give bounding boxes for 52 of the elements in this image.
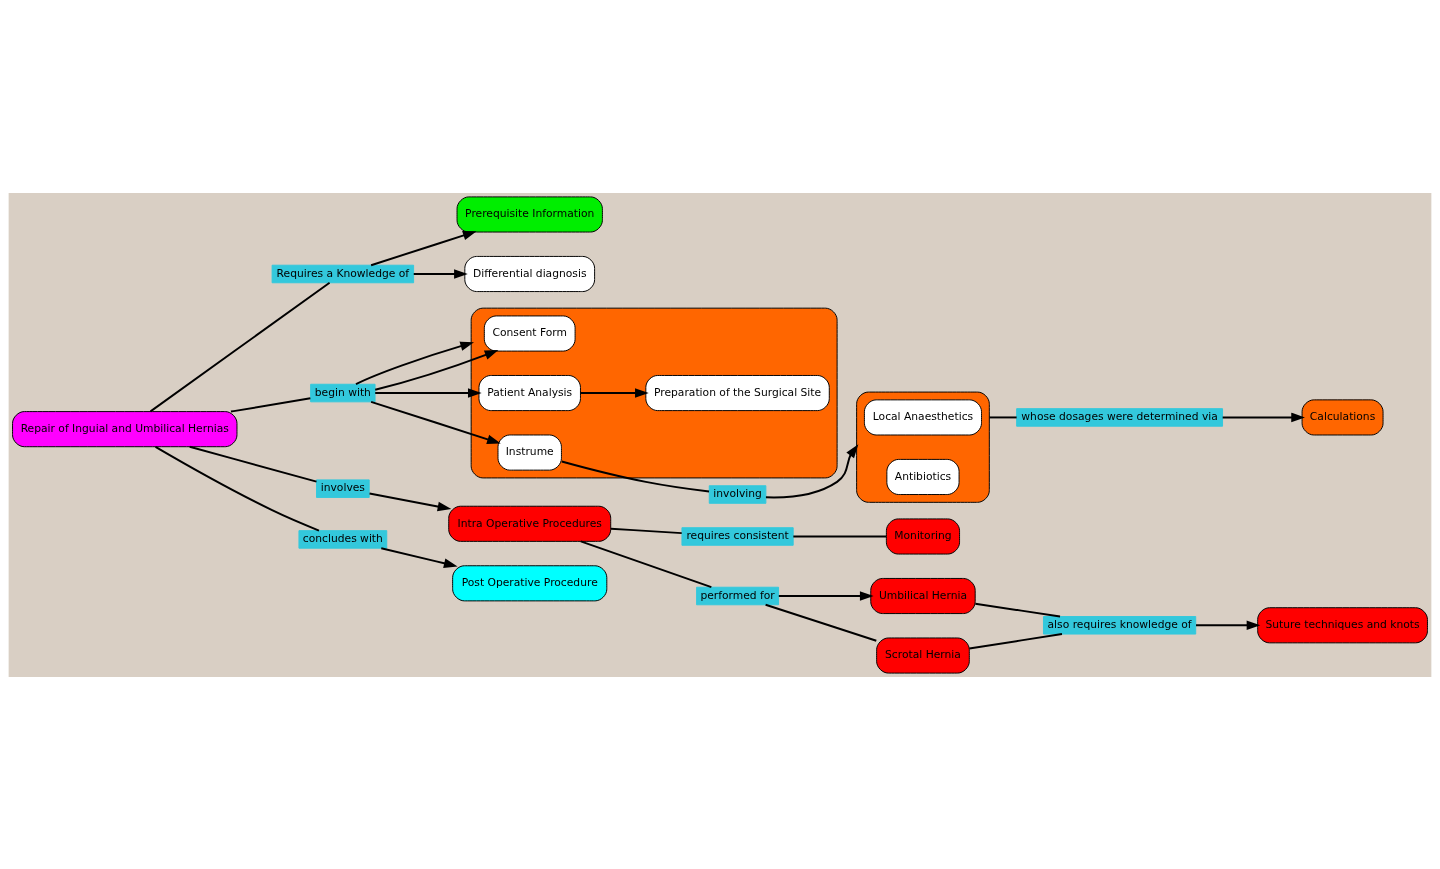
connector — [154, 445, 320, 531]
connector — [149, 281, 331, 412]
connector — [609, 527, 683, 534]
node-box: Differential diagnosis — [464, 255, 596, 292]
node-box: Prerequisite Information — [456, 195, 603, 232]
connector — [764, 603, 878, 642]
arrow — [1195, 620, 1261, 630]
node-box: involves — [316, 478, 370, 498]
arrow — [579, 387, 649, 398]
node-box: Post Operative Procedure — [452, 564, 608, 601]
cluster — [470, 307, 838, 478]
node-box: concludes with — [298, 529, 388, 549]
arrow — [412, 268, 468, 279]
arrow — [355, 341, 474, 385]
arrow — [777, 590, 874, 601]
node-box: Intra Operative Procedures — [448, 505, 612, 542]
node-box: also requires knowledge of — [1043, 615, 1197, 635]
node-box: Umbilical Hernia — [870, 577, 976, 614]
node-box: Local Anaesthetics — [863, 398, 982, 435]
node-box: performed for — [696, 586, 780, 605]
cluster — [856, 391, 990, 503]
node-box: Preparation of the Surgical Site — [645, 374, 830, 411]
node-box: Suture techniques and knots — [1257, 606, 1428, 643]
node-box: requires consistent — [681, 526, 794, 546]
node-box: Monitoring — [885, 517, 961, 555]
connector — [188, 445, 318, 483]
node-box: Consent Form — [483, 314, 576, 352]
arrow — [370, 400, 501, 444]
arrow — [374, 349, 499, 391]
connector — [579, 539, 713, 588]
node-box: begin with — [310, 383, 376, 402]
node-box: involving — [708, 484, 767, 504]
node-box: Scrotal Hernia — [876, 637, 970, 674]
arrow — [368, 492, 452, 511]
arrow — [764, 443, 859, 498]
connector — [230, 396, 312, 413]
node-box: Patient Analysis — [478, 374, 581, 411]
connector — [792, 535, 888, 537]
connector — [988, 415, 1018, 418]
node-box: Instrume — [497, 434, 562, 471]
arrow — [1221, 412, 1305, 422]
connector — [974, 602, 1061, 617]
node-box: Repair of Inguial and Umbilical Hernias — [12, 410, 238, 447]
node-box: Antibiotics — [886, 458, 960, 495]
arrow — [380, 546, 458, 568]
arrow — [370, 230, 477, 266]
connector — [560, 459, 711, 492]
connector — [968, 632, 1063, 649]
arrow — [374, 387, 482, 398]
node-box: whose dosages were determined via — [1016, 407, 1224, 427]
node-box: Requires a Knowledge of — [271, 264, 415, 283]
node-box: Calculations — [1301, 398, 1384, 435]
